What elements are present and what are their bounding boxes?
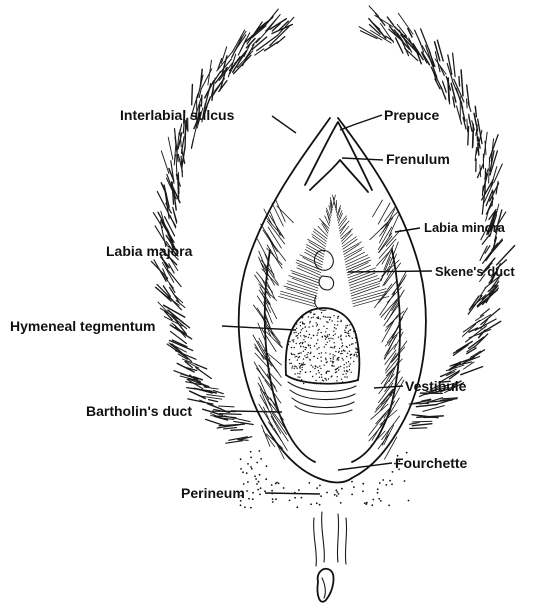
hymeneal-tegmentum-shape bbox=[286, 308, 360, 414]
leader-lines bbox=[222, 115, 432, 494]
label-labia-majora: Labia majora bbox=[106, 243, 193, 259]
label-prepuce: Prepuce bbox=[384, 107, 439, 123]
labia-majora-left-hatching bbox=[151, 9, 294, 443]
label-skenes-duct: Skene's duct bbox=[435, 264, 515, 279]
label-frenulum: Frenulum bbox=[386, 151, 450, 167]
label-interlabial-sulcus: Interlabial sulcus bbox=[120, 107, 235, 123]
perineum-stipple bbox=[240, 450, 410, 508]
label-bartholins-duct: Bartholin's duct bbox=[86, 403, 192, 419]
label-hymeneal-tegmentum: Hymeneal tegmentum bbox=[10, 318, 155, 334]
label-vestibule: Vestibule bbox=[405, 378, 467, 394]
label-fourchette: Fourchette bbox=[395, 455, 468, 471]
labia-minora-hatching bbox=[253, 195, 407, 459]
anal-region bbox=[314, 512, 347, 602]
label-labia-minora: Labia minora bbox=[424, 220, 506, 235]
label-perineum: Perineum bbox=[181, 485, 245, 501]
